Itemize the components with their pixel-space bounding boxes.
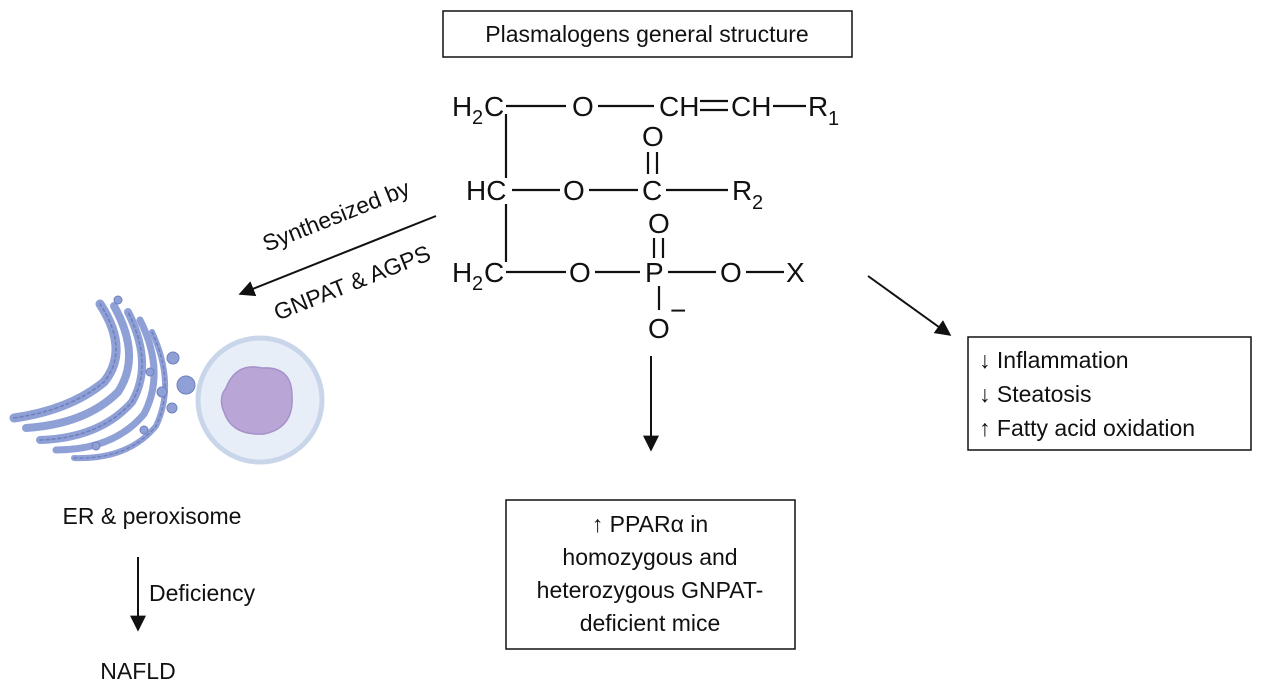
row2-hc: HC [466, 175, 506, 206]
row1-r-sub: 1 [828, 108, 839, 130]
synthesis-line-1: Synthesized by [259, 174, 414, 256]
peroxisome-cell-icon [195, 335, 325, 465]
ppar-line: heterozygous GNPAT- [537, 577, 764, 603]
effect-item: ↑ Fatty acid oxidation [979, 415, 1195, 441]
effects-box: ↓ Inflammation ↓ Steatosis ↑ Fatty acid ox… [967, 336, 1252, 451]
title-box: Plasmalogens general structure [442, 10, 853, 58]
ppar-box-border [505, 499, 796, 650]
row3-charge: − [670, 295, 686, 326]
synthesis-line-2: GNPAT & AGPS [270, 240, 434, 326]
row2-o: O [563, 175, 585, 206]
row3-x: X [786, 257, 805, 288]
row2-c: C [642, 175, 662, 206]
row2-r: R [732, 175, 752, 206]
row2-carbonyl-o: O [642, 121, 664, 152]
effect-item: ↓ Inflammation [979, 347, 1129, 373]
row1-c: C [484, 91, 504, 122]
row1-o: O [572, 91, 594, 122]
effects-box-border [967, 336, 1252, 451]
row2-r-sub: 2 [752, 192, 763, 214]
effects-arrow [867, 275, 952, 336]
ppar-line: homozygous and [562, 544, 737, 570]
row3-o2: O [720, 257, 742, 288]
row3-h-sub: 2 [472, 273, 483, 295]
ppar-line: ↑ PPARα in [592, 511, 708, 537]
plasmalogen-structure: H 2 C O CH CH R 1 HC O O C R 2 H 2 C O O [452, 91, 839, 344]
title-box-border [442, 10, 853, 58]
organelle-label: ER & peroxisome [63, 503, 242, 529]
row1-ch2: CH [731, 91, 771, 122]
row3-h: H [452, 257, 472, 288]
deficiency-label: Deficiency [149, 580, 256, 606]
ppar-line: deficient mice [580, 610, 721, 636]
endoplasmic-reticulum-icon [9, 299, 169, 462]
effects-list: ↓ Inflammation ↓ Steatosis ↑ Fatty acid ox… [979, 347, 1195, 441]
row3-c: C [484, 257, 504, 288]
row3-phos-o-bottom: O [648, 313, 670, 344]
row1-ch1: CH [659, 91, 699, 122]
synthesis-arrow [238, 215, 437, 297]
row3-phos-o-top: O [648, 208, 670, 239]
synthesis-arrow-group: Synthesized by GNPAT & AGPS [238, 174, 437, 326]
row3-p: P [645, 257, 664, 288]
row1-h: H [452, 91, 472, 122]
row1-r: R [808, 91, 828, 122]
title-text: Plasmalogens general structure [485, 21, 808, 47]
disease-label: NAFLD [100, 658, 175, 684]
vesicles-icon [91, 295, 196, 451]
row1-h-sub: 2 [472, 107, 483, 129]
er-peroxisome-illustration [9, 295, 325, 465]
ppar-box: ↑ PPARα in homozygous and heterozygous GNP… [505, 499, 796, 650]
row3-o: O [569, 257, 591, 288]
effect-item: ↓ Steatosis [979, 381, 1092, 407]
ppar-lines: ↑ PPARα in homozygous and heterozygous GNP… [537, 511, 764, 636]
